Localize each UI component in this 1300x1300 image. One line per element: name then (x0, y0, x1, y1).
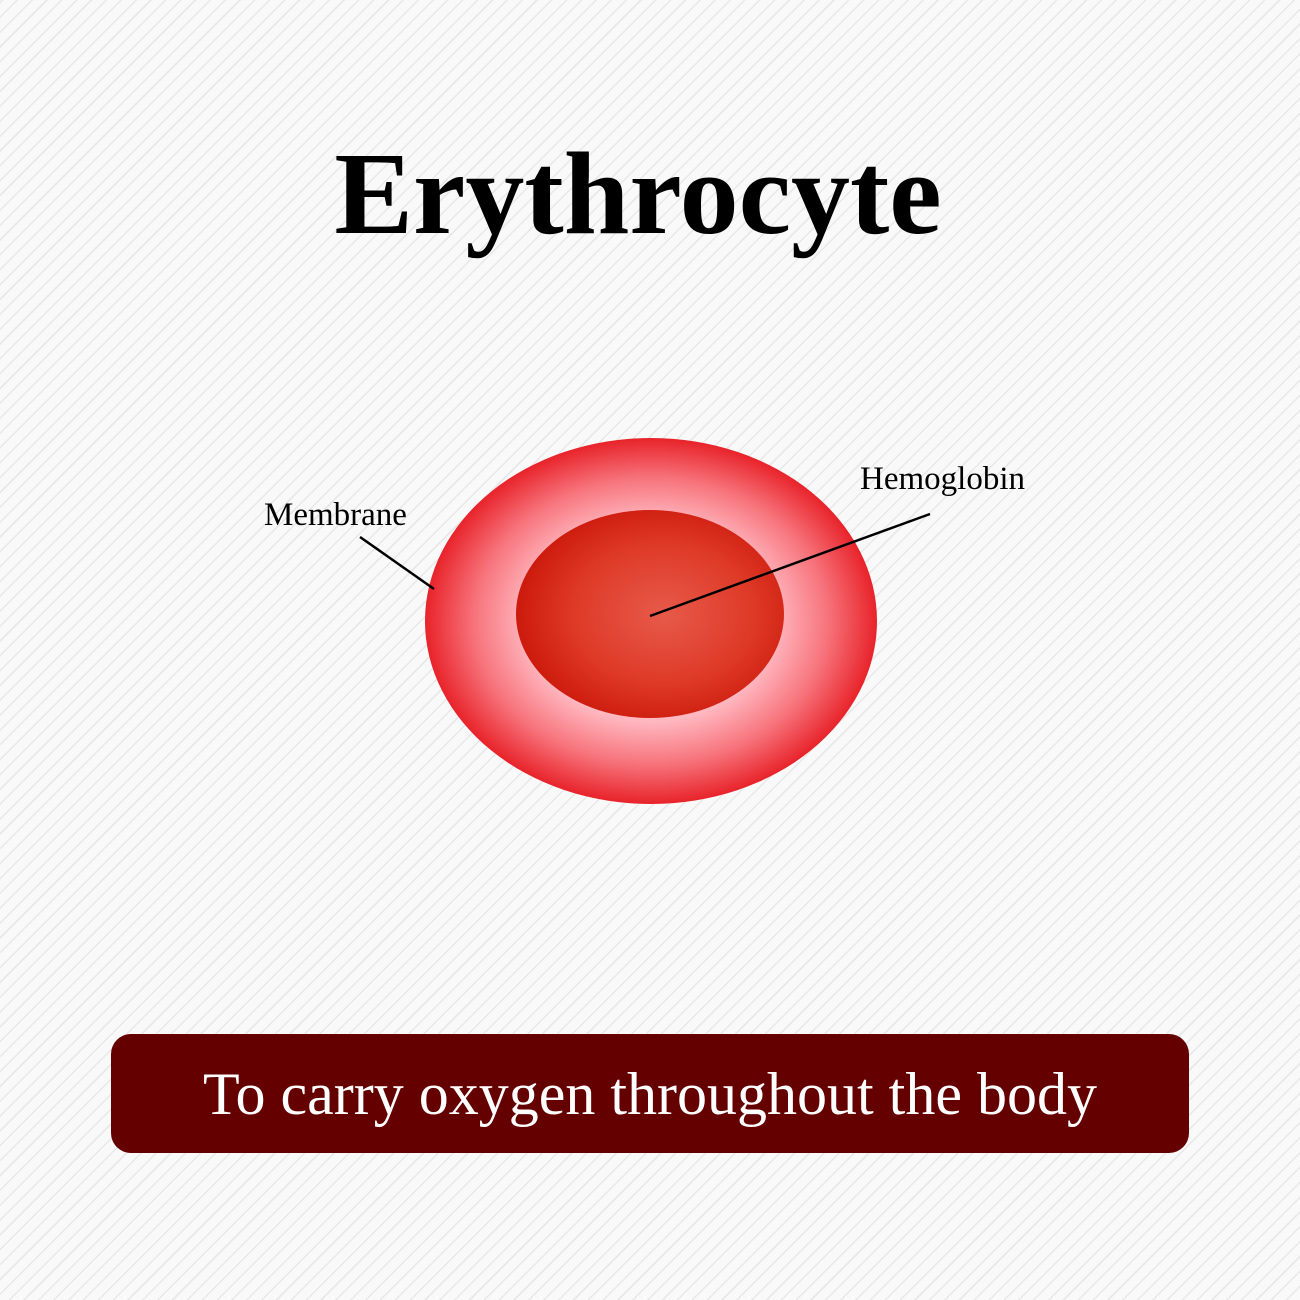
function-banner: To carry oxygen throughout the body (111, 1034, 1189, 1153)
hemoglobin-leader-line (649, 512, 931, 618)
hemoglobin-core (516, 510, 784, 718)
hemoglobin-label: Hemoglobin (860, 461, 1025, 497)
membrane-label: Membrane (264, 497, 407, 533)
page-title: Erythrocyte (334, 128, 942, 259)
banner-text: To carry oxygen throughout the body (203, 1060, 1097, 1127)
membrane-leader-line (359, 535, 435, 591)
